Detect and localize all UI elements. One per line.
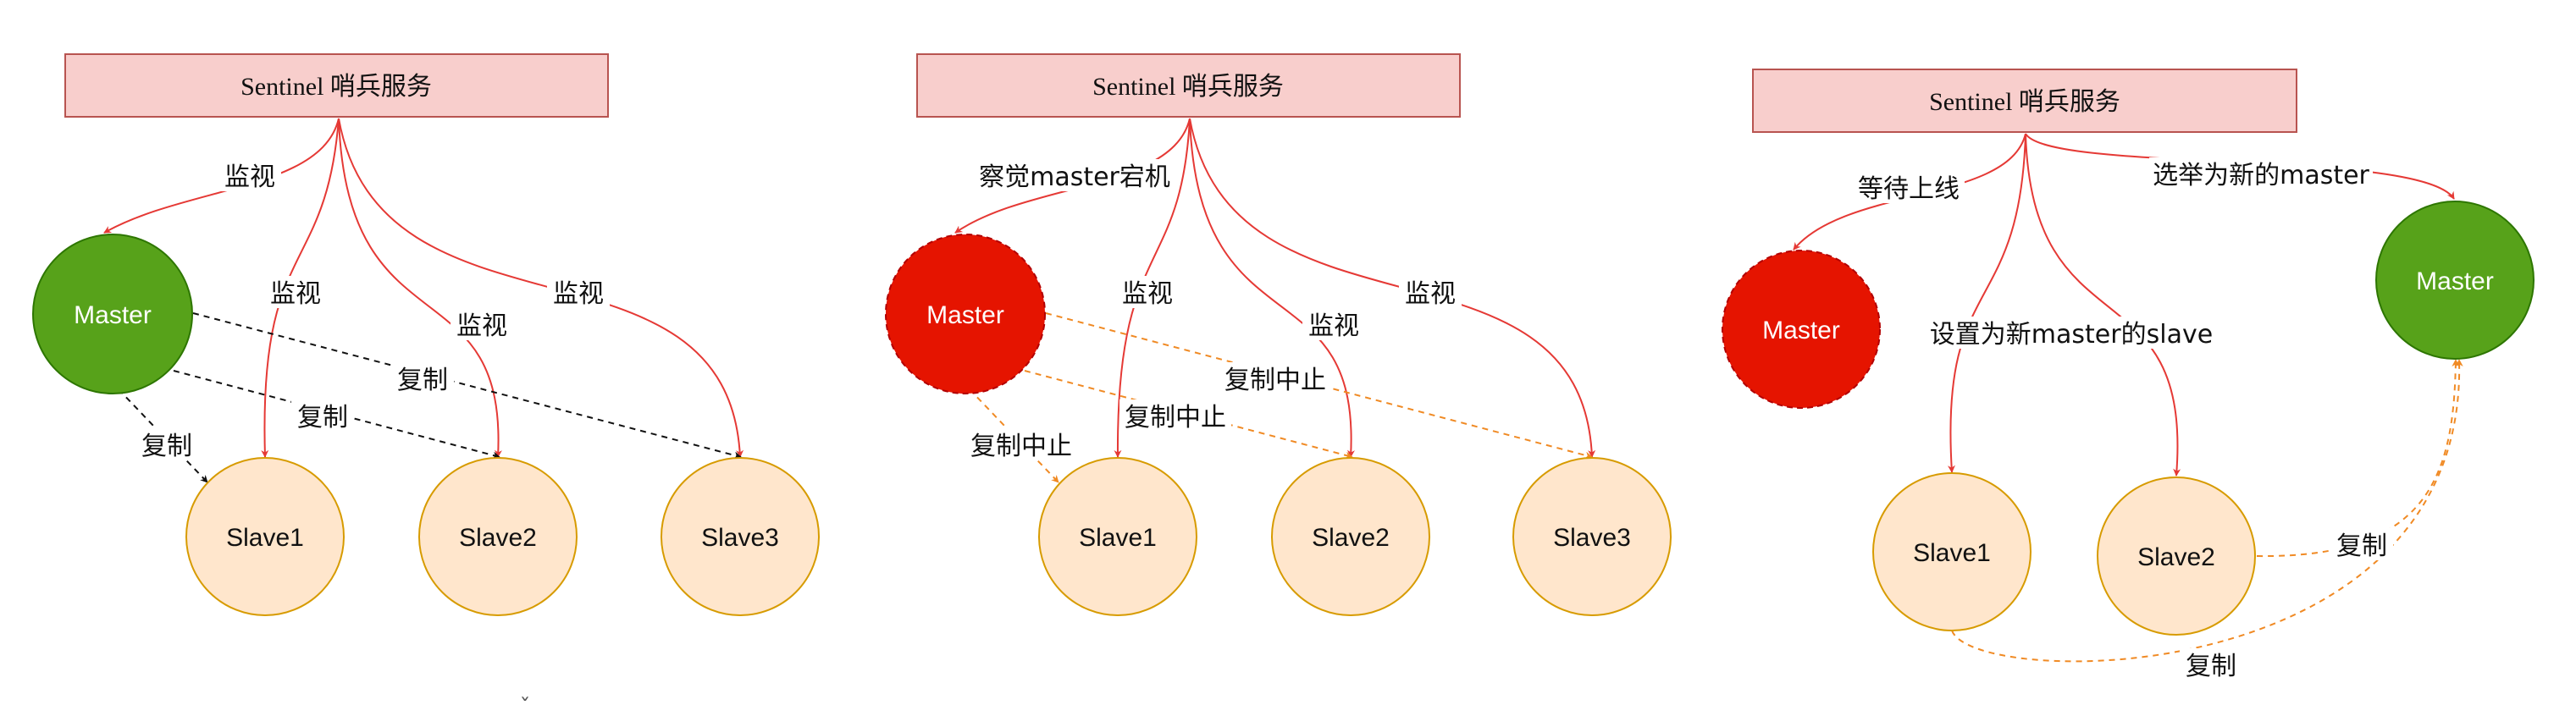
p3-replication-label-slave1: 复制 [2186,652,2236,681]
p1-slave2-node [418,457,578,616]
p3-replication-label-slave2: 复制 [2336,531,2387,561]
p2-monitor-label-slave3: 监视 [1405,279,1456,309]
p2-slave2-label: Slave2 [1312,524,1390,552]
p1-sentinel-box [64,53,609,118]
p3-old-master-label: Master [1762,317,1840,344]
p1-slave1-label: Slave1 [226,524,304,552]
p1-monitor-label-master: 监视 [224,162,275,192]
p3-slave1-node [1872,472,2032,631]
panel-3: Sentinel 哨兵服务 Master Master Slave1 Slave… [1722,69,2535,681]
p1-monitor-label-slave1: 监视 [270,279,321,309]
p1-monitor-label-slave2: 监视 [456,311,507,341]
p2-monitor-label-slave1: 监视 [1122,279,1173,309]
p3-slave1-label: Slave1 [1913,539,1991,567]
p3-new-master-label: Master [2416,267,2494,295]
p2-monitor-edge-slave1 [1114,118,1191,458]
p3-old-master-node-down [1722,250,1881,409]
p3-wait-label: 等待上线 [1858,174,1960,204]
p2-slave3-label: Slave3 [1553,524,1631,552]
p2-slave1-node [1038,457,1197,616]
p1-sentinel-label: Sentinel 哨兵服务 [240,73,432,101]
p2-monitor-edge-slave2 [1189,118,1355,458]
p2-detect-label: 察觉master宕机 [979,162,1170,192]
p1-replication-label-slave1: 复制 [141,432,192,461]
p2-slave3-node [1512,457,1672,616]
p3-replication-edge-slave1 [1951,359,2463,663]
p3-set-slave-label: 设置为新master的slave [1930,320,2213,350]
p3-set-slave-edge-slave1 [1948,133,2026,473]
p1-master-label: Master [74,301,152,329]
stray-caret-mark: ˇ [520,695,531,716]
p3-sentinel-label: Sentinel 哨兵服务 [1929,88,2120,116]
p1-monitor-edge-slave3 [338,118,744,458]
p3-slave2-node [2097,476,2256,636]
p1-monitor-edge-slave1 [261,118,340,458]
p1-slave3-node [661,457,820,616]
p1-replication-label-slave3: 复制 [397,366,448,395]
p2-sentinel-label: Sentinel 哨兵服务 [1092,73,1284,101]
panel-1-edge-labels: 监视 监视 监视 监视 复制 复制 复制 [135,159,610,461]
p2-slave1-label: Slave1 [1079,524,1157,552]
panel-3-replication-edges [1951,359,2463,663]
panel-2: Sentinel 哨兵服务 Master Slave1 Slave2 Slave… [885,53,1672,616]
p1-slave2-label: Slave2 [459,524,537,552]
p1-slave3-label: Slave3 [701,524,779,552]
p1-monitor-label-slave3: 监视 [553,279,604,309]
p2-broken-label-slave2: 复制中止 [1125,403,1226,432]
p1-slave1-node [185,457,345,616]
p2-master-node-down [885,234,1046,394]
p1-monitor-edge-slave2 [338,118,502,458]
p2-slave2-node [1271,457,1430,616]
p3-new-master-node [2375,201,2535,360]
panel-1-replication-edges [118,312,742,483]
p2-broken-label-slave1: 复制中止 [970,432,1072,461]
p2-master-label: Master [926,301,1004,329]
p2-monitor-label-slave2: 监视 [1308,311,1359,341]
p3-slave2-label: Slave2 [2137,543,2215,571]
p1-replication-label-slave2: 复制 [297,403,348,432]
panel-3-edge-labels: 等待上线 选举为新的master 设置为新master的slave 复制 复制 [1853,157,2393,681]
p3-set-slave-edge-slave2 [2025,133,2181,476]
panel-1-monitor-edges [103,118,744,458]
p2-sentinel-box [916,53,1461,118]
p2-monitor-edge-slave3 [1189,118,1596,458]
panel-2-edge-labels: 察觉master宕机 监视 监视 监视 复制中止 复制中止 复制中止 [965,159,1462,461]
p3-elect-label: 选举为新的master [2153,161,2369,190]
p3-sentinel-box [1752,69,2297,133]
p3-replication-edge-slave2 [2256,359,2460,558]
p2-broken-label-slave3: 复制中止 [1224,366,1326,395]
p1-master-node [32,234,193,394]
panel-1: Sentinel 哨兵服务 Master Slave1 Slave2 Slave… [32,53,820,616]
